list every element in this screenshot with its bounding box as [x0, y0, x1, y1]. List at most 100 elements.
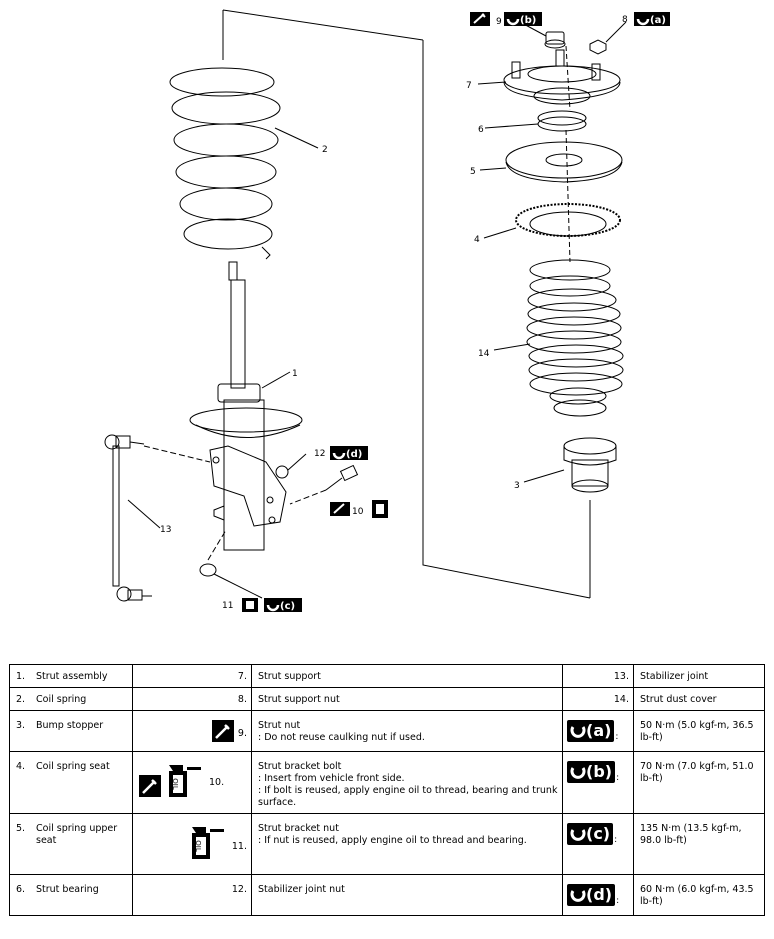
legend-cell: 5. Coil spring upper seat	[9, 813, 133, 875]
legend-cell: Strut dust cover	[633, 687, 765, 711]
strut-assembly	[189, 261, 303, 551]
diagram-badge-c: (c)	[242, 598, 302, 612]
item-number: 2.	[16, 694, 26, 705]
torque-value: 135 N·m (13.5 kgf-m, 98.0 lb-ft)	[640, 823, 742, 846]
item-number: 13.	[613, 671, 629, 682]
oil-can-icon: OIL	[191, 827, 224, 859]
callout-12: 12	[314, 449, 325, 459]
strut-bearing	[484, 110, 587, 132]
callout-6: 6	[478, 125, 484, 135]
strut-bracket-nut	[199, 529, 263, 599]
sealant-icon	[211, 720, 234, 742]
item-number: 3.	[16, 720, 26, 731]
torque-badge-c: (c)	[567, 823, 614, 845]
legend-cell: Strut support nut	[251, 687, 563, 711]
legend-cell: 6.Strut bearing	[9, 874, 133, 916]
callout-1: 1	[292, 369, 298, 379]
legend-row: 5. Coil spring upper seat OIL 11. Strut b…	[9, 813, 765, 875]
callout-14: 14	[478, 349, 490, 359]
legend-cell: 3. Bump stopper	[9, 710, 133, 752]
torque-value: 50 N·m (5.0 kgf-m, 36.5 lb-ft)	[640, 720, 754, 743]
legend-cell: OIL 11.	[132, 813, 252, 875]
item-number: 4.	[16, 761, 26, 772]
coil-spring-upper-seat	[479, 141, 623, 183]
item-label: Coil spring	[36, 694, 87, 705]
legend-cell: 70 N·m (7.0 kgf-m, 51.0 lb-ft)	[633, 751, 765, 814]
item-number: 7.	[237, 671, 247, 682]
item-label: Stabilizer joint nut	[258, 884, 345, 895]
callout-13: 13	[160, 525, 171, 535]
item-label: Strut dust cover	[640, 694, 717, 705]
legend-row: 1. Strut assembly 7. Strut support 13. St…	[9, 664, 765, 688]
legend-cell: 7.	[132, 664, 252, 688]
item-note: : Insert from vehicle front side.	[258, 773, 405, 784]
svg-text:OIL: OIL	[171, 778, 179, 790]
legend-cell: 12.	[132, 874, 252, 916]
strut-support-nut	[589, 21, 627, 55]
item-label: Strut assembly	[36, 671, 108, 682]
legend-cell: OIL 10.	[132, 751, 252, 814]
item-label: Strut support	[258, 671, 321, 682]
strut-bracket-bolt	[289, 464, 359, 505]
item-note: : If nut is reused, apply engine oil to …	[258, 835, 527, 846]
legend-cell: Strut support	[251, 664, 563, 688]
item-number: 1.	[16, 671, 26, 682]
item-number: 14.	[613, 694, 629, 705]
legend-cell: Stabilizer joint	[633, 664, 765, 688]
strut-nut	[544, 31, 566, 49]
callout-7: 7	[466, 81, 472, 91]
legend-cell: 9.	[132, 710, 252, 752]
strut-exploded-diagram: 1 2 3 4 5 6 7 8 9 10 11 12 13 14 (b) (a)…	[104, 9, 670, 612]
svg-text:(d): (d)	[346, 449, 362, 460]
coil-spring	[169, 67, 281, 260]
strut-support	[477, 49, 621, 105]
item-number: 11.	[231, 841, 247, 852]
torque-value: 60 N·m (6.0 kgf-m, 43.5 lb-ft)	[640, 884, 754, 907]
item-label: Bump stopper	[36, 720, 104, 731]
callout-9: 9	[496, 17, 502, 27]
callout-3: 3	[514, 481, 520, 491]
diagram-badge-10	[330, 500, 388, 518]
legend-cell: (c):	[562, 813, 634, 875]
legend-cell: 1. Strut assembly	[9, 664, 133, 688]
oil-can-icon: OIL	[169, 765, 201, 797]
diagram-badge-b: (b)	[470, 12, 542, 26]
coil-spring-seat	[483, 203, 621, 239]
item-label: Strut bearing	[36, 884, 99, 895]
torque-badge-a: (a)	[567, 720, 615, 742]
callout-8: 8	[622, 15, 628, 25]
legend-cell: 13.	[562, 664, 634, 688]
item-label: Stabilizer joint	[640, 671, 709, 682]
legend-cell: Strut bracket nut : If nut is reused, ap…	[251, 813, 563, 875]
legend-cell: (d):	[562, 874, 634, 916]
legend-cell: Strut bracket bolt : Insert from vehicle…	[251, 751, 563, 814]
legend-row: 3. Bump stopper 9. Strut nut : Do not reu…	[9, 710, 765, 752]
legend-cell: 60 N·m (6.0 kgf-m, 43.5 lb-ft)	[633, 874, 765, 916]
legend-cell: 14.	[562, 687, 634, 711]
legend-cell: Strut nut : Do not reuse caulking nut if…	[251, 710, 563, 752]
legend-cell: 135 N·m (13.5 kgf-m, 98.0 lb-ft)	[633, 813, 765, 875]
wrench-icon	[570, 726, 586, 738]
wrench-icon	[570, 829, 586, 841]
item-label: Strut nut	[258, 720, 301, 731]
callout-2: 2	[322, 145, 328, 155]
callout-10: 10	[352, 507, 364, 517]
assembly-guide-line	[222, 9, 591, 599]
item-number: 5.	[16, 823, 26, 834]
item-note: : Do not reuse caulking nut if used.	[258, 732, 425, 743]
item-label: Strut support nut	[258, 694, 340, 705]
parts-legend-table: 1. Strut assembly 7. Strut support 13. St…	[9, 664, 765, 916]
wrench-icon	[570, 890, 586, 902]
legend-cell: 50 N·m (5.0 kgf-m, 36.5 lb-ft)	[633, 710, 765, 752]
diagram-badge-d: (d)	[330, 446, 368, 460]
callout-5: 5	[470, 167, 476, 177]
item-label: Coil spring upper seat	[36, 823, 118, 846]
strut-dust-cover	[493, 259, 624, 417]
bump-stopper	[523, 437, 617, 493]
callout-4: 4	[474, 235, 480, 245]
item-number: 12.	[231, 884, 247, 895]
torque-badge-d: (d)	[567, 884, 616, 906]
legend-cell: Stabilizer joint nut	[251, 874, 563, 916]
stabilizer-joint-nut	[275, 465, 289, 479]
diagram-badge-a: (a)	[634, 12, 670, 26]
